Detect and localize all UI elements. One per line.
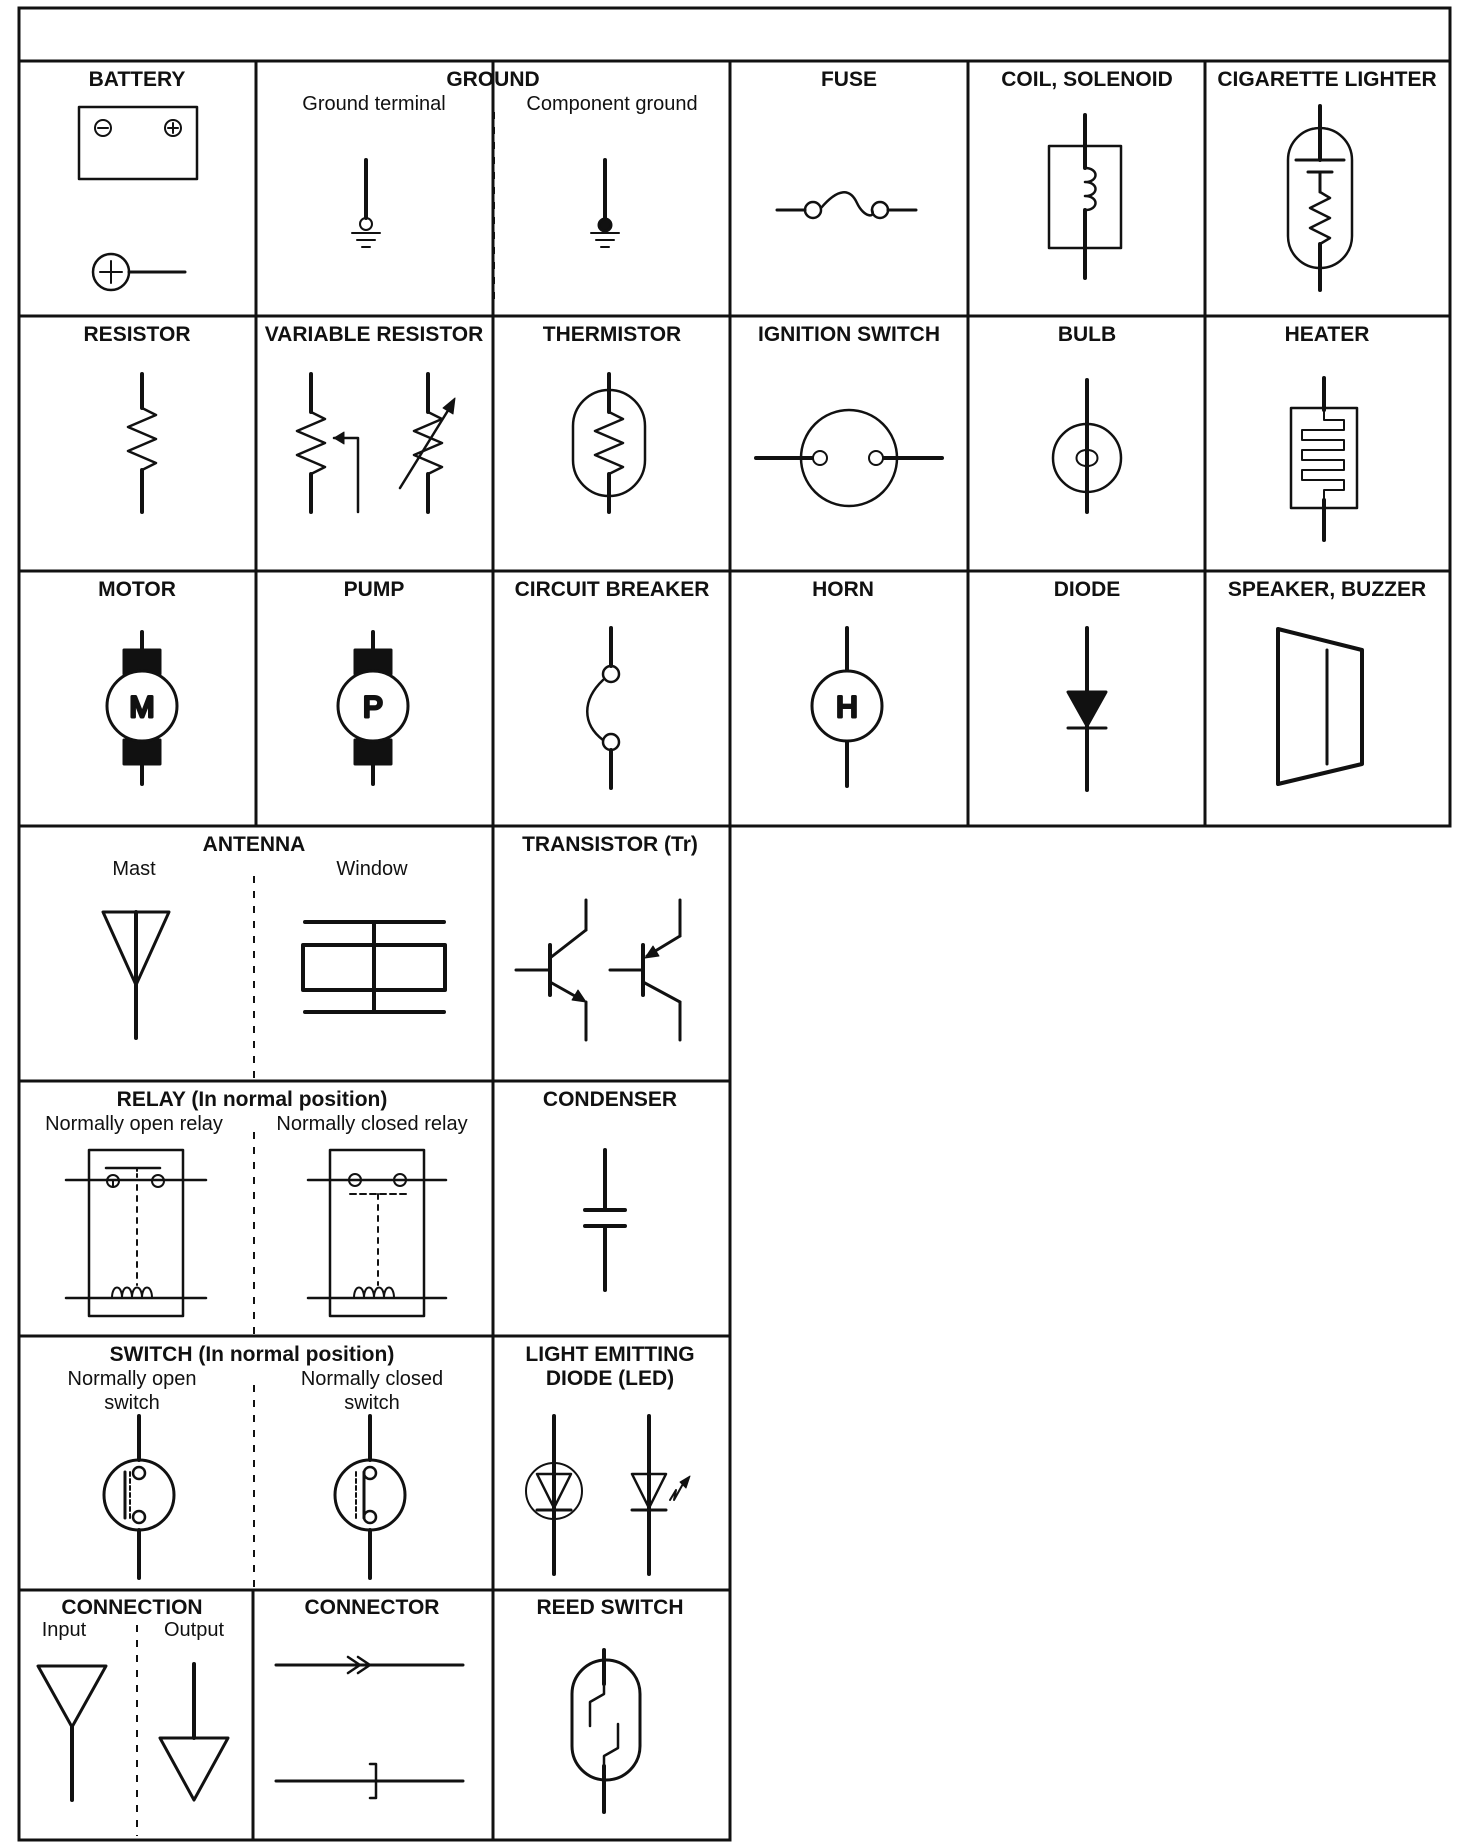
connector-symbol bbox=[274, 1655, 465, 1800]
connection-input-symbol bbox=[36, 1664, 108, 1802]
normally-open-switch-symbol bbox=[102, 1414, 176, 1580]
thermistor-title: THERMISTOR bbox=[543, 323, 681, 346]
connection-title: CONNECTION bbox=[61, 1596, 202, 1619]
fuse-symbol bbox=[775, 191, 918, 220]
normally-open-switch-label-2: switch bbox=[104, 1392, 160, 1414]
coil-solenoid-title: COIL, SOLENOID bbox=[1001, 68, 1173, 91]
component-ground-symbol bbox=[590, 158, 620, 248]
connector-title: CONNECTOR bbox=[305, 1596, 440, 1619]
circuit-breaker-title: CIRCUIT BREAKER bbox=[515, 578, 710, 601]
resistor-symbol bbox=[126, 372, 158, 514]
normally-closed-switch-label: Normally closed bbox=[301, 1368, 443, 1390]
fuse-title: FUSE bbox=[821, 68, 877, 91]
led-symbol bbox=[525, 1414, 691, 1576]
horn-symbol bbox=[810, 626, 884, 788]
pump-title: PUMP bbox=[344, 578, 405, 601]
antenna-window-label: Window bbox=[336, 858, 408, 880]
battery-symbol bbox=[77, 105, 199, 292]
switch-title: SWITCH (In normal position) bbox=[110, 1343, 395, 1366]
cigarette-lighter-title: CIGARETTE LIGHTER bbox=[1217, 68, 1436, 91]
variable-resistor-symbol bbox=[295, 372, 456, 514]
led-title-2: DIODE (LED) bbox=[546, 1367, 674, 1390]
reed-switch-title: REED SWITCH bbox=[537, 1596, 684, 1619]
circuit-breaker-symbol bbox=[586, 626, 621, 790]
normally-closed-relay-label: Normally closed relay bbox=[276, 1113, 467, 1135]
horn-title: HORN bbox=[812, 578, 874, 601]
motor-symbol bbox=[105, 630, 179, 786]
component-ground-label: Component ground bbox=[526, 93, 697, 115]
coil-solenoid-symbol bbox=[1047, 113, 1123, 280]
ignition-switch-symbol bbox=[754, 408, 944, 508]
connection-output-label: Output bbox=[164, 1619, 224, 1641]
condenser-title: CONDENSER bbox=[543, 1088, 677, 1111]
transistor-pnp-symbol bbox=[608, 898, 682, 1042]
led-title: LIGHT EMITTING bbox=[525, 1343, 694, 1366]
horn-letter: H bbox=[836, 691, 858, 724]
antenna-mast-symbol bbox=[101, 910, 171, 1040]
pump-symbol bbox=[336, 630, 410, 786]
normally-open-relay-label: Normally open relay bbox=[45, 1113, 223, 1135]
normally-open-relay-symbol bbox=[64, 1148, 208, 1318]
normally-closed-relay-symbol bbox=[306, 1148, 448, 1318]
speaker-buzzer-symbol bbox=[1276, 627, 1364, 786]
connection-output-symbol bbox=[158, 1662, 230, 1802]
resistor-title: RESISTOR bbox=[84, 323, 191, 346]
ground-terminal-label: Ground terminal bbox=[302, 93, 445, 115]
antenna-title: ANTENNA bbox=[203, 833, 306, 856]
pump-letter: P bbox=[363, 691, 383, 724]
normally-closed-switch-symbol bbox=[333, 1414, 407, 1580]
diode-symbol bbox=[1066, 626, 1108, 792]
normally-open-switch-label: Normally open bbox=[68, 1368, 197, 1390]
heater-title: HEATER bbox=[1285, 323, 1370, 346]
transistor-npn-symbol bbox=[514, 898, 588, 1042]
ground-terminal-symbol bbox=[351, 158, 381, 248]
thermistor-symbol bbox=[571, 372, 647, 514]
condenser-symbol bbox=[583, 1148, 627, 1292]
heater-symbol bbox=[1289, 376, 1359, 542]
antenna-window-symbol bbox=[301, 920, 447, 1014]
chart-frame bbox=[19, 8, 1450, 1841]
variable-resistor-title: VARIABLE RESISTOR bbox=[265, 323, 484, 346]
ignition-switch-title: IGNITION SWITCH bbox=[758, 323, 940, 346]
battery-title: BATTERY bbox=[89, 68, 186, 91]
reed-switch-symbol bbox=[570, 1648, 642, 1814]
motor-letter: M bbox=[130, 691, 155, 724]
bulb-symbol bbox=[1051, 378, 1123, 514]
speaker-buzzer-title: SPEAKER, BUZZER bbox=[1228, 578, 1426, 601]
diode-title: DIODE bbox=[1054, 578, 1121, 601]
ground-title: GROUND bbox=[446, 68, 539, 91]
cigarette-lighter-symbol bbox=[1286, 104, 1354, 292]
connection-input-label: Input bbox=[42, 1619, 87, 1641]
transistor-title: TRANSISTOR (Tr) bbox=[522, 833, 698, 856]
antenna-mast-label: Mast bbox=[112, 858, 156, 880]
motor-title: MOTOR bbox=[98, 578, 176, 601]
relay-title: RELAY (In normal position) bbox=[117, 1088, 388, 1111]
normally-closed-switch-label-2: switch bbox=[344, 1392, 400, 1414]
bulb-title: BULB bbox=[1058, 323, 1116, 346]
